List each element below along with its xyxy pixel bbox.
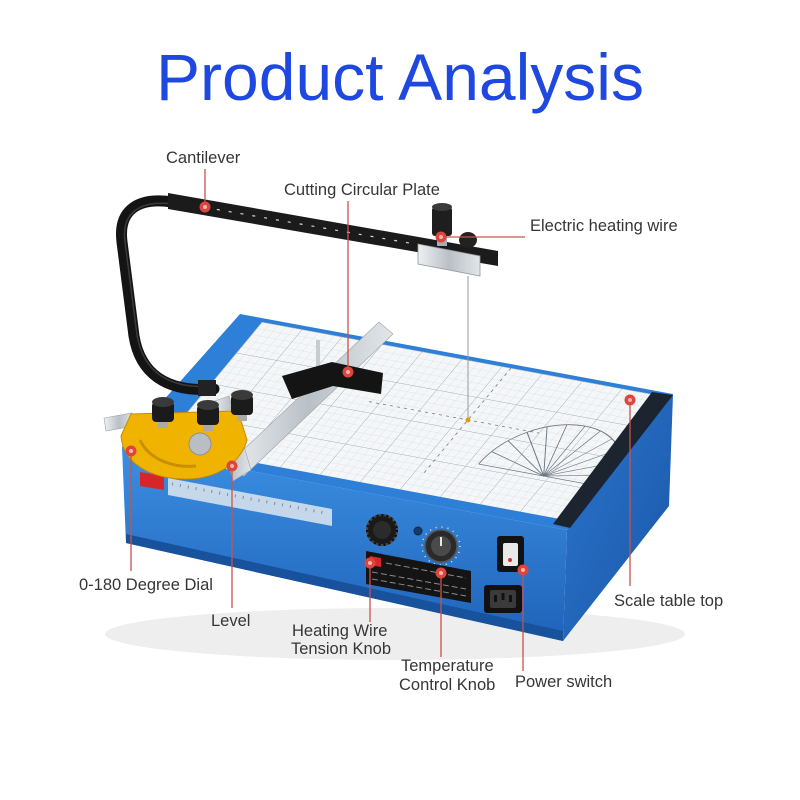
protractor-radial-line: [526, 432, 545, 477]
label-degree-dial: 0-180 Degree Dial: [79, 576, 213, 594]
degree-dial[interactable]: [120, 410, 248, 480]
label-level: Level: [211, 612, 250, 630]
cutting-circular-plate[interactable]: [282, 362, 383, 399]
scale-table-grid: [159, 322, 662, 520]
clamp-top-knob[interactable]: [432, 207, 452, 236]
temperature-knob[interactable]: [421, 526, 461, 566]
marker-dot-scale-table: [624, 394, 636, 406]
marker-dot-degree-dial: [125, 445, 137, 457]
label-cutting-circular-plate: Cutting Circular Plate: [284, 181, 440, 199]
floor-shadow: [105, 608, 685, 660]
protractor-radial-line: [543, 426, 548, 477]
protractor-radial-line: [543, 438, 613, 477]
front-red-tag: [140, 472, 164, 490]
marker-dot-cantilever: [199, 201, 211, 213]
label-temperature-knob-line1: Temperature: [401, 657, 494, 675]
protractor-radial-line: [543, 424, 568, 477]
protractor-radial-line: [543, 426, 586, 477]
power-socket: [484, 585, 522, 613]
label-cantilever: Cantilever: [166, 149, 241, 167]
cantilever-arm: [116, 193, 498, 396]
table-grid-lines: [159, 322, 662, 520]
dial-knob-middle[interactable]: [197, 400, 219, 431]
label-tension-knob-line2: Tension Knob: [291, 640, 391, 658]
cantilever-beam: [168, 193, 498, 266]
protractor-radial-line: [543, 430, 601, 477]
wire-cut-point: [465, 417, 471, 423]
label-scale-table-top: Scale table top: [614, 592, 723, 610]
marker-dot-level: [226, 460, 238, 472]
spec-panel: [366, 551, 471, 603]
label-temperature-knob-line2: Control Knob: [399, 676, 495, 694]
cutting-plate-pin: [316, 340, 320, 378]
dial-knob-left[interactable]: [152, 397, 174, 428]
leader-lines: [130, 169, 631, 671]
label-tension-knob-line1: Heating Wire: [292, 622, 387, 640]
clamp-side-knob[interactable]: [459, 232, 477, 248]
marker-dot-power-switch: [517, 564, 529, 576]
protractor-radial-line: [478, 463, 544, 477]
body-bottom-edge: [126, 534, 563, 641]
marker-dot-temperature-knob: [435, 567, 447, 579]
marker-dot-cutting-plate: [342, 366, 354, 378]
protractor-radials: [478, 424, 621, 489]
protractor-radial-line: [507, 440, 545, 477]
body-right-side: [563, 394, 673, 641]
table-right-rim: [553, 392, 673, 528]
front-small-hole: [413, 526, 423, 536]
label-power-switch: Power switch: [515, 673, 612, 691]
marker-dot-heating-wire: [435, 231, 447, 243]
front-ruler-strip: [168, 478, 332, 526]
table-protractor: [478, 424, 622, 489]
dial-groove: [138, 439, 197, 468]
label-electric-heating-wire: Electric heating wire: [530, 217, 678, 235]
protractor-radial-line: [491, 451, 545, 477]
table-dashed-line-horizontal: [368, 401, 540, 434]
marker-dot-tension-knob: [364, 557, 376, 569]
page-title: Product Analysis: [156, 40, 644, 114]
dial-hub: [188, 432, 212, 456]
power-switch[interactable]: [497, 536, 524, 572]
tension-knob[interactable]: [366, 514, 398, 546]
dial-knob-right[interactable]: [231, 390, 253, 421]
